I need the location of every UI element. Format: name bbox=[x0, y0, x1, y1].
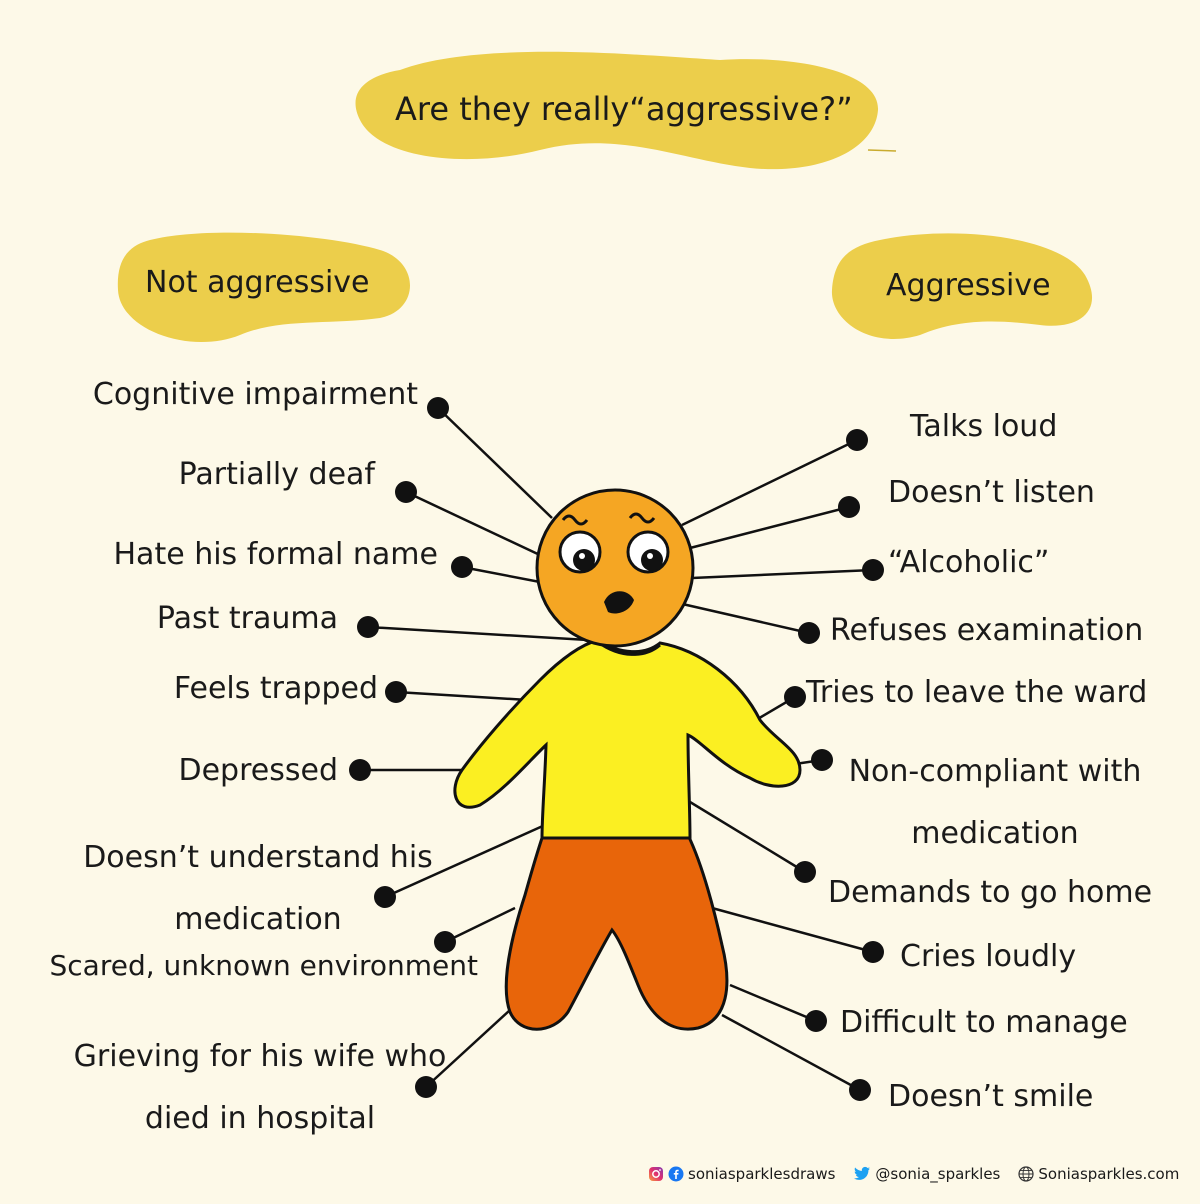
figure-shirt bbox=[453, 638, 802, 840]
page-title: Are they really“aggressive?” bbox=[395, 90, 853, 128]
instagram-facebook-handle[interactable]: soniasparklesdraws bbox=[688, 1165, 836, 1183]
right-item: “Alcoholic” bbox=[888, 545, 1050, 580]
left-item: Feels trapped bbox=[173, 671, 378, 706]
right-dots bbox=[784, 429, 884, 1101]
figure-mouth bbox=[604, 591, 634, 614]
website-link[interactable]: Soniasparkles.com bbox=[1038, 1165, 1180, 1183]
right-item: Tries to leave the ward bbox=[806, 675, 1148, 710]
footer: soniasparklesdraws @sonia_sparkles Son bbox=[648, 1162, 1189, 1186]
right-item: Cries loudly bbox=[900, 939, 1077, 974]
right-item: Doesn’t listen bbox=[888, 475, 1095, 510]
instagram-icon[interactable] bbox=[648, 1166, 664, 1182]
title-blob bbox=[355, 51, 879, 170]
not-aggressive-heading: Not aggressive bbox=[145, 265, 370, 300]
figure-eyes bbox=[558, 530, 670, 574]
left-connectors bbox=[360, 407, 589, 1088]
twitter-icon[interactable] bbox=[853, 1166, 871, 1182]
left-item: Scared, unknown environment bbox=[49, 949, 478, 982]
left-item: Depressed bbox=[178, 753, 339, 788]
figure-pants bbox=[504, 833, 729, 1031]
aggressive-heading: Aggressive bbox=[886, 268, 1051, 303]
right-item: Difficult to manage bbox=[840, 1005, 1128, 1040]
left-item: Past trauma bbox=[156, 601, 338, 636]
twitter-handle[interactable]: @sonia_sparkles bbox=[875, 1165, 1001, 1183]
left-dots bbox=[349, 397, 473, 1098]
right-item: Doesn’t smile bbox=[888, 1079, 1094, 1114]
facebook-icon[interactable] bbox=[668, 1166, 684, 1182]
left-item: Partially deaf bbox=[178, 457, 375, 492]
right-item: Talks loud bbox=[910, 409, 1058, 444]
left-item: Cognitive impairment bbox=[92, 377, 418, 412]
figure-head bbox=[535, 488, 695, 648]
globe-icon bbox=[1018, 1166, 1034, 1182]
right-item: Non-compliant with medication bbox=[848, 754, 1142, 851]
right-item: Refuses examination bbox=[830, 613, 1144, 648]
left-item: Doesn’t understand his medication bbox=[83, 840, 433, 937]
not-aggressive-blob bbox=[117, 232, 410, 343]
left-item: Grieving for his wife who died in hospit… bbox=[73, 1039, 447, 1136]
right-item: Demands to go home bbox=[828, 875, 1153, 910]
right-connectors bbox=[677, 438, 874, 1092]
left-item: Hate his formal name bbox=[113, 537, 439, 572]
aggressive-blob bbox=[831, 233, 1093, 339]
